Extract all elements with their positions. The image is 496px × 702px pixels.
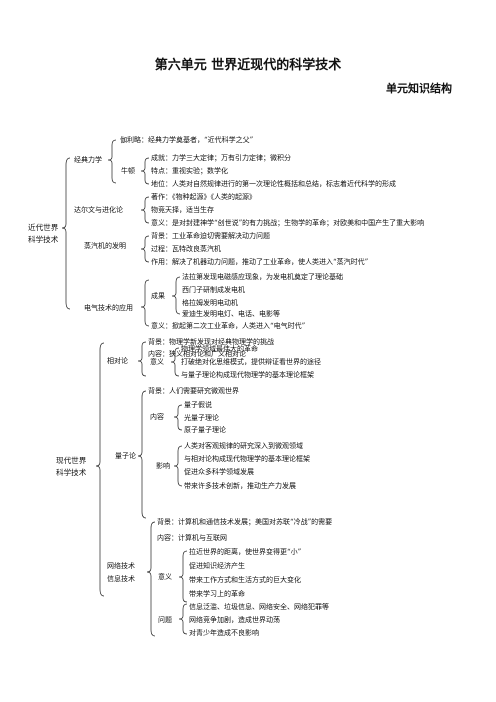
- text-darwin-2: 物竞天择，适当生存: [151, 206, 214, 214]
- bracket-steam: [140, 235, 150, 263]
- text-electric-meaning: 意义：掀起第二次工业革命，人类进入“电气时代”: [151, 322, 306, 330]
- text-network-problem-1: 信息泛滥、垃圾信息、网络安全、网络犯罪等: [189, 603, 329, 611]
- page-title: 第六单元 世界近现代的科学技术: [154, 58, 342, 73]
- node-newton: 牛顿: [121, 167, 135, 175]
- text-quantum-impact-2: 与相对论构成现代物理学的基本理论框架: [184, 455, 310, 463]
- section-subtitle: 单元知识结构: [386, 82, 452, 95]
- node-quantum-content: 内容: [150, 413, 164, 421]
- text-result-4: 爱迪生发明电灯、电话、电影等: [182, 310, 280, 318]
- node-relativity-meaning: 意义: [150, 358, 164, 366]
- text-quantum-impact-3: 促进众多科学领域发展: [184, 468, 254, 476]
- bracket-contemporary-root: [95, 342, 105, 597]
- bracket-classical: [107, 139, 117, 184]
- text-quantum-content-3: 原子量子理论: [184, 426, 226, 434]
- text-network-meaning-3: 带来工作方式和生活方式的巨大变化: [189, 576, 301, 584]
- text-darwin-3: 意义：是对封建神学“创世说”的有力挑战；生物学的革命；对欧美和中国产生了重大影响: [151, 219, 425, 227]
- text-quantum-impact-4: 带来许多技术创新，推动生产力发展: [184, 482, 296, 490]
- text-quantum-bg: 背景：人们需要研究微观世界: [148, 387, 239, 395]
- text-quantum-content-1: 量子假说: [184, 401, 212, 409]
- bracket-network-meaning: [178, 550, 188, 603]
- bracket-newton: [140, 157, 150, 185]
- text-steam-3: 作用：解决了机器动力问题，推动了工业革命，使人类进入“蒸汽时代”: [151, 258, 369, 266]
- text-relativity-meaning-1: 物理学领域最伟大的革命: [181, 345, 258, 353]
- node-steam-engine: 蒸汽机的发明: [84, 242, 126, 250]
- root-modern-line1: 近代世界: [28, 223, 59, 232]
- root-modern-line2: 科学技术: [28, 235, 59, 244]
- text-newton-2: 特点：重视实验；数学化: [151, 167, 228, 175]
- bracket-quantum-content: [173, 404, 183, 431]
- bracket-darwin: [140, 196, 150, 224]
- node-relativity: 相对论: [107, 357, 128, 365]
- text-newton-1: 成就：力学三大定律；万有引力定律；微积分: [151, 154, 291, 162]
- text-result-3: 格拉姆发明电动机: [182, 299, 238, 307]
- bracket-quantum-impact: [173, 445, 183, 487]
- node-network-line1: 网络技术: [107, 562, 135, 570]
- text-network-meaning-1: 拉近世界的距离，使世界变得更“小”: [189, 548, 302, 556]
- root-contemporary-line1: 现代世界: [56, 456, 87, 465]
- node-classical-mechanics: 经典力学: [74, 156, 102, 164]
- text-network-problem-2: 网络竞争加剧，造成世界动荡: [189, 616, 280, 624]
- bracket-quantum: [137, 390, 147, 519]
- text-result-1: 法拉第发现电磁感应现象，为发电机奠定了理论基础: [182, 273, 343, 281]
- text-result-2: 西门子研制成发电机: [182, 286, 245, 294]
- text-network-content: 内容：计算机与互联网: [157, 534, 227, 542]
- node-network-meaning: 意义: [158, 573, 172, 581]
- node-quantum-impact: 影响: [156, 462, 170, 470]
- node-network-problems: 问题: [158, 616, 172, 624]
- text-network-meaning-2: 促进知识经济产生: [189, 562, 245, 570]
- text-relativity-meaning-2: 打破绝对化思维模式，提供辩证看世界的途径: [181, 358, 321, 366]
- node-electric: 电气技术的应用: [84, 304, 133, 312]
- bracket-relativity-meaning: [170, 347, 180, 377]
- bracket-network: [146, 521, 156, 637]
- text-steam-2: 过程：瓦特改良蒸汽机: [151, 245, 221, 253]
- bracket-network-problems: [178, 603, 188, 635]
- text-steam-1: 背景：工业革命迫切需要解决动力问题: [151, 232, 270, 240]
- text-network-bg: 背景：计算机和通信技术发展；美国对苏联“冷战”的需要: [157, 518, 333, 526]
- root-contemporary-line2: 科学技术: [56, 468, 87, 477]
- text-galileo: 伽利略：经典力学奠基者，“近代科学之父”: [120, 136, 254, 144]
- text-darwin-1: 著作：《物种起源》《人类的起源》: [151, 193, 256, 201]
- node-results: 成果: [151, 292, 165, 300]
- text-relativity-content: 内容：狭义相对论和广义相对论: [148, 350, 246, 358]
- text-quantum-impact-1: 人类对客观规律的研究深入到微观领域: [184, 442, 303, 450]
- text-network-meaning-4: 带来学习上的革命: [189, 590, 245, 598]
- bracket-results: [171, 276, 181, 315]
- text-relativity-bg: 背景：物理学新发现对经典物理学的挑战: [148, 338, 274, 346]
- node-quantum: 量子论: [115, 452, 136, 460]
- node-network-line2: 信息技术: [107, 575, 135, 583]
- text-newton-3: 地位：人类对自然规律进行的第一次理论性概括和总结，标志着近代科学的形成: [151, 180, 396, 188]
- bracket-modern-root: [61, 157, 71, 310]
- text-network-problem-3: 对青少年造成不良影响: [189, 629, 259, 637]
- bracket-electric: [140, 279, 150, 327]
- text-relativity-meaning-3: 与量子理论构成现代物理学的基本理论框架: [181, 371, 314, 379]
- text-quantum-content-2: 光量子理论: [184, 414, 219, 422]
- node-darwin: 达尔文与进化论: [74, 206, 123, 214]
- bracket-relativity: [137, 341, 147, 377]
